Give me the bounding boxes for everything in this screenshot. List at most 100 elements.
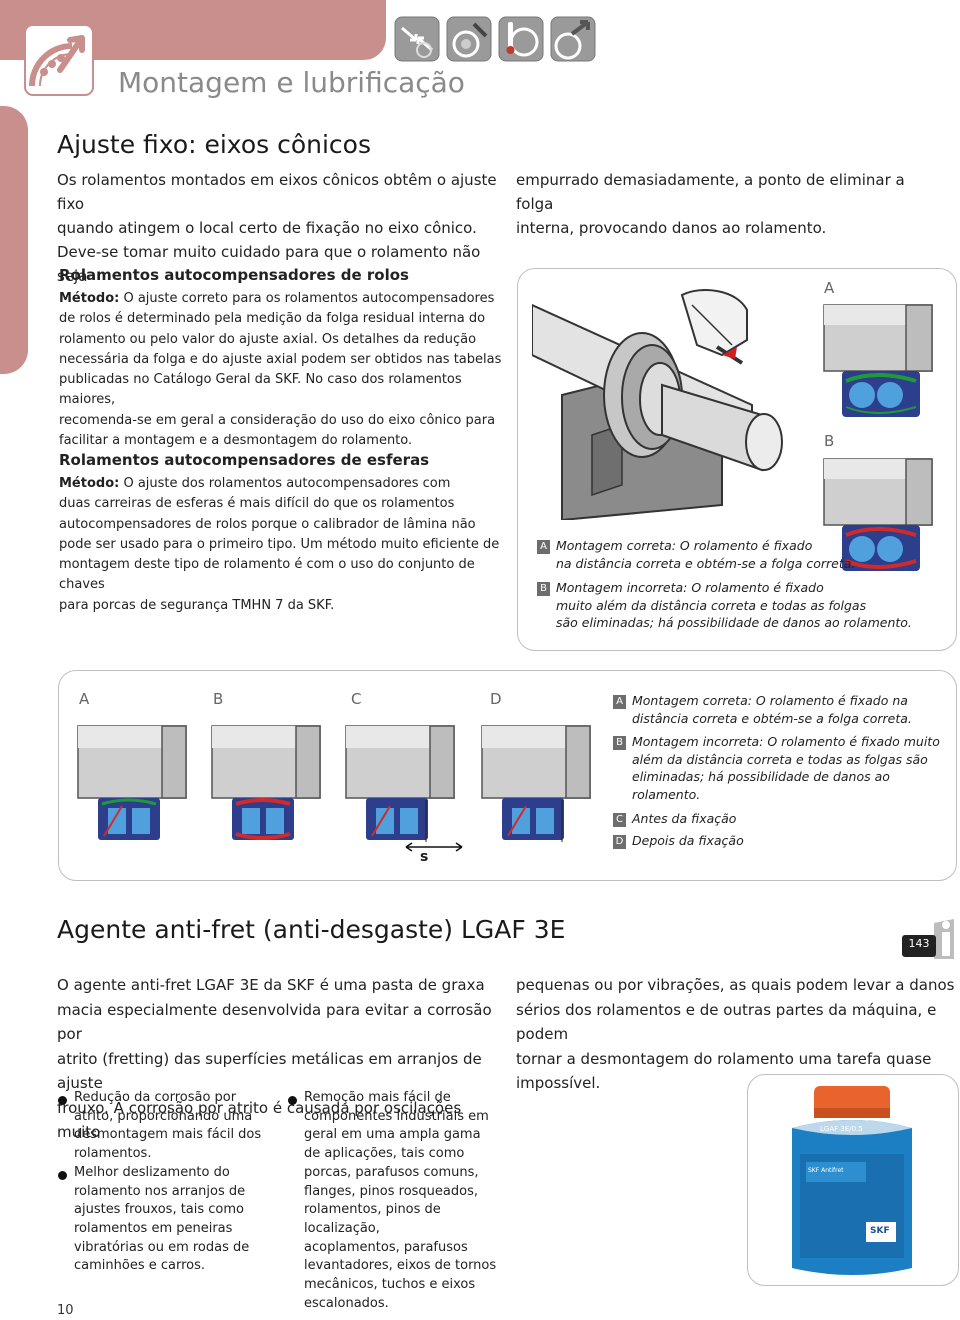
- caption-line: Montagem correta: O rolamento é fixado n…: [632, 693, 908, 708]
- stage-a-correct-illustration: [77, 725, 187, 840]
- benefits-list-right: Remoção mais fácil de componentes indust…: [288, 1089, 518, 1313]
- text-line: mecânicos, tuchos e eixos: [304, 1277, 476, 1293]
- stage-label-d: D: [490, 690, 502, 708]
- text-line: autocompensadores de rolos porque o cali…: [59, 516, 476, 532]
- caption-badge: B: [537, 582, 550, 596]
- text-line: Deve-se tomar muito cuidado para que o r…: [57, 243, 481, 285]
- stage-label-b: B: [213, 690, 224, 708]
- text-line: recomenda-se em geral a consideração do …: [59, 412, 496, 428]
- text-line: duas carreiras de esferas é mais difícil…: [59, 496, 455, 512]
- section-heading-anti-fret: Agente anti-fret (anti-desgaste) LGAF 3E: [57, 915, 566, 944]
- text-line: rolamentos, pinos de localização,: [304, 1202, 441, 1236]
- caption-line: na distância correta e obtém-se a folga …: [556, 555, 856, 571]
- text-line: atrito, proporcionando uma: [74, 1108, 253, 1124]
- text-line: publicadas no Catálogo Geral da SKF. No …: [59, 372, 462, 408]
- text-line: componentes industriais em: [304, 1108, 489, 1124]
- intro-column-right: empurrado demasiadamente, a ponto de eli…: [516, 168, 946, 240]
- section-logo-icon: [24, 24, 94, 96]
- list-item: Melhor deslizamento do rolamento nos arr…: [58, 1164, 268, 1276]
- text-line: impossível.: [516, 1074, 601, 1092]
- text-line: ajustes frouxos, tais como: [74, 1202, 245, 1218]
- ball-bearings-heading: Rolamentos autocompensadores de esferas: [59, 451, 430, 469]
- text-line: caminhões e carros.: [74, 1258, 206, 1274]
- text-line: Remoção mais fácil de: [304, 1090, 451, 1105]
- text-line: sérios dos rolamentos e de outras partes…: [516, 1000, 937, 1044]
- text-line: O agente anti-fret LGAF 3E da SKF é uma …: [57, 976, 485, 994]
- caption-line: Antes da fixação: [632, 810, 737, 826]
- text-line: Redução da corrosão por: [74, 1090, 237, 1105]
- figure-label-b: B: [824, 432, 835, 450]
- figure2-caption-a: A Montagem correta: O rolamento é fixado …: [613, 692, 953, 727]
- caption-badge: A: [537, 540, 550, 554]
- displacement-label: s: [420, 849, 429, 865]
- anti-fret-column-right: pequenas ou por vibrações, as quais pode…: [516, 973, 956, 1096]
- skf-logo: SKF: [870, 1226, 890, 1236]
- figure2-captions: A Montagem correta: O rolamento é fixado …: [613, 692, 953, 850]
- text-line: rolamentos.: [74, 1146, 152, 1162]
- page-reference-number: 143: [908, 937, 930, 950]
- ball-bearings-text: Método: O ajuste dos rolamentos autocomp…: [59, 474, 509, 616]
- roller-bearings-heading: Rolamentos autocompensadores de rolos: [59, 266, 409, 284]
- bearing-heating-icon[interactable]: [498, 16, 544, 62]
- text-line: pequenas ou por vibrações, as quais pode…: [516, 976, 955, 994]
- section-heading-tapered-seats: Ajuste fixo: eixos cônicos: [57, 130, 372, 159]
- text-line: pode ser usado para o primeiro tipo. Um …: [59, 536, 500, 552]
- caption-line: Depois da fixação: [632, 833, 744, 849]
- text-line: para porcas de segurança TMHN 7 da SKF.: [59, 597, 335, 613]
- page-reference-badge[interactable]: 143: [902, 917, 958, 961]
- text-line: rolamentos em peneiras: [74, 1220, 233, 1236]
- bearing-detail-incorrect: [823, 458, 933, 571]
- caption-line: Montagem correta: O rolamento é fixado: [556, 538, 813, 553]
- anti-fret-column-left: O agente anti-fret LGAF 3E da SKF é uma …: [57, 973, 502, 1145]
- mounting-tools-icon[interactable]: [446, 16, 492, 62]
- figure2-caption-b: B Montagem incorreta: O rolamento é fixad…: [613, 733, 953, 803]
- text-line: O ajuste correto para os rolamentos auto…: [119, 291, 495, 306]
- text-line: facilitar a montagem e a desmontagem do …: [59, 433, 413, 449]
- product-label-brand: SKF Antifret: [808, 1167, 844, 1174]
- caption-line: distância correta e obtém-se a folga cor…: [632, 710, 912, 726]
- text-line: montagem deste tipo de rolamento é com o…: [59, 557, 475, 593]
- text-line: de aplicações, tais como: [304, 1146, 465, 1162]
- text-line: O ajuste dos rolamentos autocompensadore…: [119, 476, 451, 491]
- text-line: empurrado demasiadamente, a ponto de eli…: [516, 171, 905, 213]
- product-label-code: LGAF 3E/0.5: [820, 1125, 863, 1133]
- caption-line: muito além da distância correta e todas …: [556, 597, 867, 613]
- text-line: levantadores, eixos de tornos: [304, 1258, 497, 1274]
- page-number: 10: [57, 1303, 74, 1318]
- roller-bearings-text: Método: O ajuste correto para os rolamen…: [59, 289, 509, 451]
- intro-column-left: Os rolamentos montados em eixos cônicos …: [57, 168, 502, 288]
- section-title: Montagem e lubrificação: [118, 66, 465, 99]
- text-line: tornar a desmontagem do rolamento uma ta…: [516, 1049, 932, 1068]
- caption-line: além da distância correta e todas as fol…: [632, 751, 928, 767]
- text-line: quando atingem o local certo de fixação …: [57, 219, 477, 237]
- mounting-illustration: [532, 289, 783, 520]
- method-label: Método:: [59, 291, 120, 306]
- bearing-mounting-icon[interactable]: [394, 16, 440, 62]
- text-line: porcas, parafusos comuns,: [304, 1164, 479, 1180]
- text-line: escalonados.: [304, 1295, 389, 1311]
- stage-d-after-illustration: [481, 725, 591, 842]
- caption-badge: A: [613, 695, 626, 709]
- benefits-list-left: Redução da corrosão por atrito, proporci…: [58, 1089, 268, 1276]
- caption-line: Montagem incorreta: O rolamento é fixado…: [632, 734, 940, 750]
- list-item: Remoção mais fácil de componentes indust…: [288, 1089, 518, 1313]
- text-line: flanges, pinos rosqueados,: [304, 1183, 478, 1199]
- bearing-dismounting-icon[interactable]: [550, 16, 596, 62]
- caption-line: são eliminadas; há possibilidade de dano…: [556, 615, 912, 630]
- text-line: de rolos é determinado pela medição da f…: [59, 311, 486, 327]
- text-line: Os rolamentos montados em eixos cônicos …: [57, 171, 497, 213]
- stage-label-a: A: [79, 690, 90, 708]
- product-can-image: [792, 1086, 912, 1275]
- text-line: acoplamentos, parafusos: [304, 1239, 468, 1255]
- text-line: frouxo. A corrosão por atrito é causada …: [57, 1098, 462, 1142]
- text-line: vibratórias ou em rodas de: [74, 1239, 250, 1255]
- caption-badge: B: [613, 736, 626, 751]
- text-line: necessária da folga e do ajuste axial po…: [59, 351, 502, 367]
- text-line: desmontagem mais fácil dos: [74, 1127, 262, 1143]
- stage-b-incorrect-illustration: [211, 725, 321, 840]
- text-line: interna, provocando danos ao rolamento.: [516, 219, 827, 237]
